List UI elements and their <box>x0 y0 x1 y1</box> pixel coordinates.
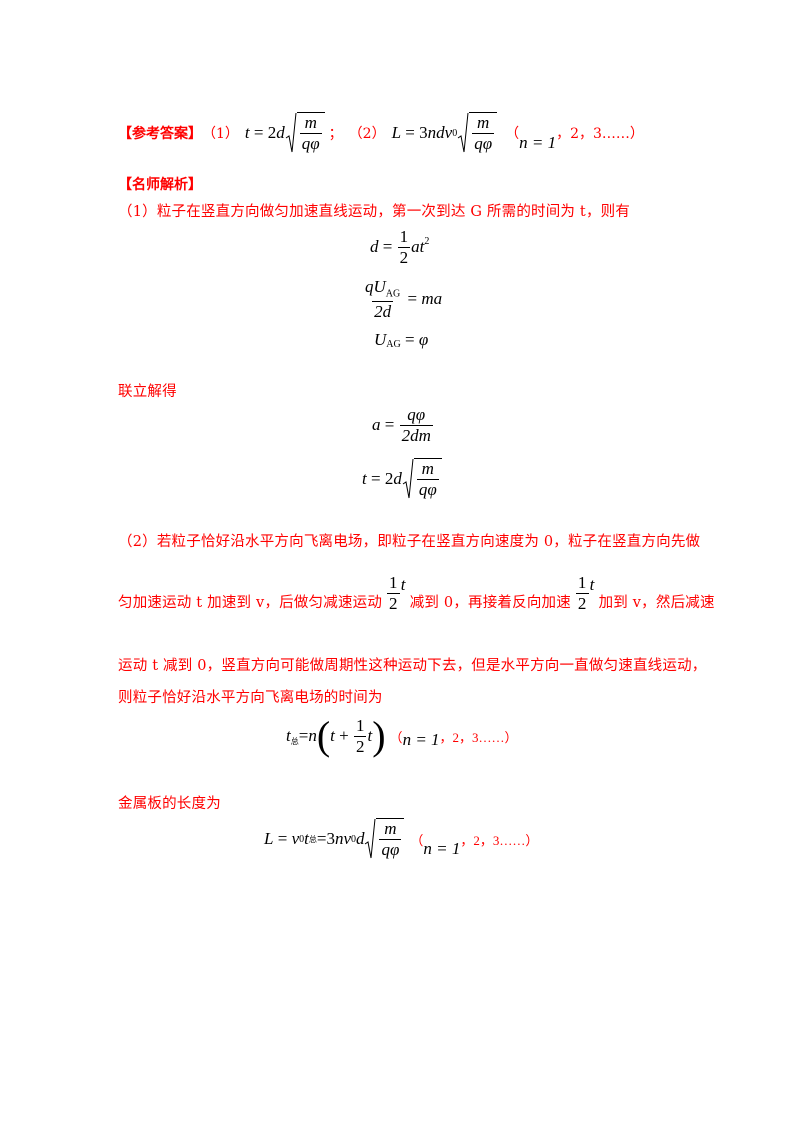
analysis-label: 【名师解析】 <box>118 177 202 193</box>
length-intro: 金属板的长度为 <box>118 796 221 812</box>
answer-part2-marker: （2） <box>348 126 386 142</box>
answer-range-rest: ，2，3……） <box>556 126 644 142</box>
analysis-p2-line4: 则粒子恰好沿水平方向飞离电场的时间为 <box>118 690 383 706</box>
analysis-p2-line3: 运动 t 减到 0，竖直方向可能做周期性这种运动下去，但是水平方向一直做匀速直线… <box>118 658 707 674</box>
answer-range-open: （ <box>505 126 520 142</box>
analysis-p2-line1: （2）若粒子恰好沿水平方向飞离电场，即粒子在竖直方向速度为 0，粒子在竖直方向先… <box>118 534 701 550</box>
answer-label: 【参考答案】 <box>118 126 202 142</box>
joint-solve-label: 联立解得 <box>118 384 177 400</box>
answer-part1-marker: （1） <box>202 126 239 142</box>
eq-qu-over-2d: qUAG 2d = ma <box>365 277 443 321</box>
analysis-p1: （1）粒子在竖直方向做匀加速直线运动，第一次到达 G 所需的时间为 t，则有 <box>118 204 631 220</box>
answer-n-eq: n = 1 <box>519 133 557 152</box>
answer-separator: ； <box>328 126 343 142</box>
